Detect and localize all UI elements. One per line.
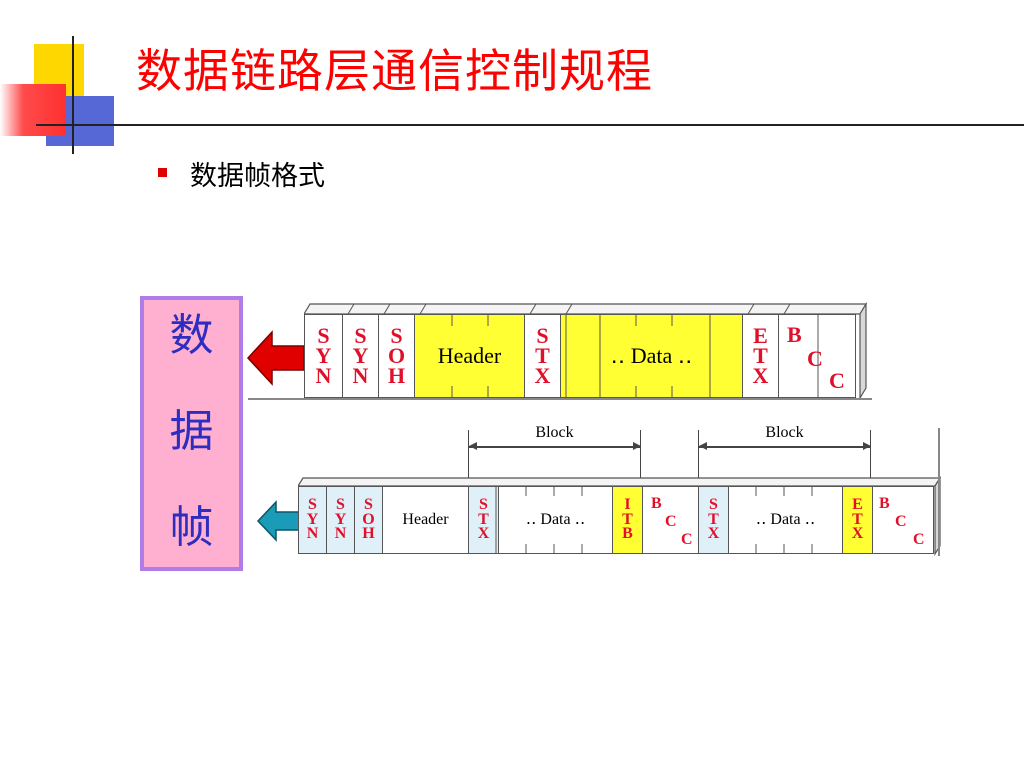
block-bracket: Block xyxy=(468,424,641,490)
field-data: ‥ Data ‥ xyxy=(560,314,742,398)
title-underline xyxy=(36,124,1024,126)
field-bcc: B C C xyxy=(642,486,698,554)
row1-baseline xyxy=(248,398,872,400)
side-label-char: 据 xyxy=(169,406,214,457)
side-label-char: 数 xyxy=(169,310,214,361)
block-label: Block xyxy=(765,424,804,441)
block-arrowheads xyxy=(469,442,871,450)
field-bcc: B C C xyxy=(872,486,934,554)
field-header: Header xyxy=(414,314,524,398)
row2-subdividers xyxy=(495,486,813,554)
bullet-marker xyxy=(158,168,167,177)
decor-square-red xyxy=(0,84,66,136)
block-bracket: Block xyxy=(698,424,871,490)
side-label-char: 帧 xyxy=(169,502,214,553)
slide-title: 数据链路层通信控制规程 xyxy=(136,44,653,98)
bullet-text: 数据帧格式 xyxy=(190,161,325,192)
row2-right-guide xyxy=(938,428,940,556)
row1-subdividers xyxy=(451,314,819,398)
arrow-left-red-icon xyxy=(246,330,305,386)
decor-vertical-line xyxy=(72,36,74,154)
block-label: Block xyxy=(535,424,574,441)
field-header: Header xyxy=(382,486,468,554)
field-bcc: B C C xyxy=(778,314,856,398)
arrow-left-teal-icon xyxy=(256,500,301,542)
frame-side-label: 数 据 帧 xyxy=(140,296,243,571)
field-data: ‥ Data ‥ xyxy=(728,486,842,554)
field-data: ‥ Data ‥ xyxy=(498,486,612,554)
